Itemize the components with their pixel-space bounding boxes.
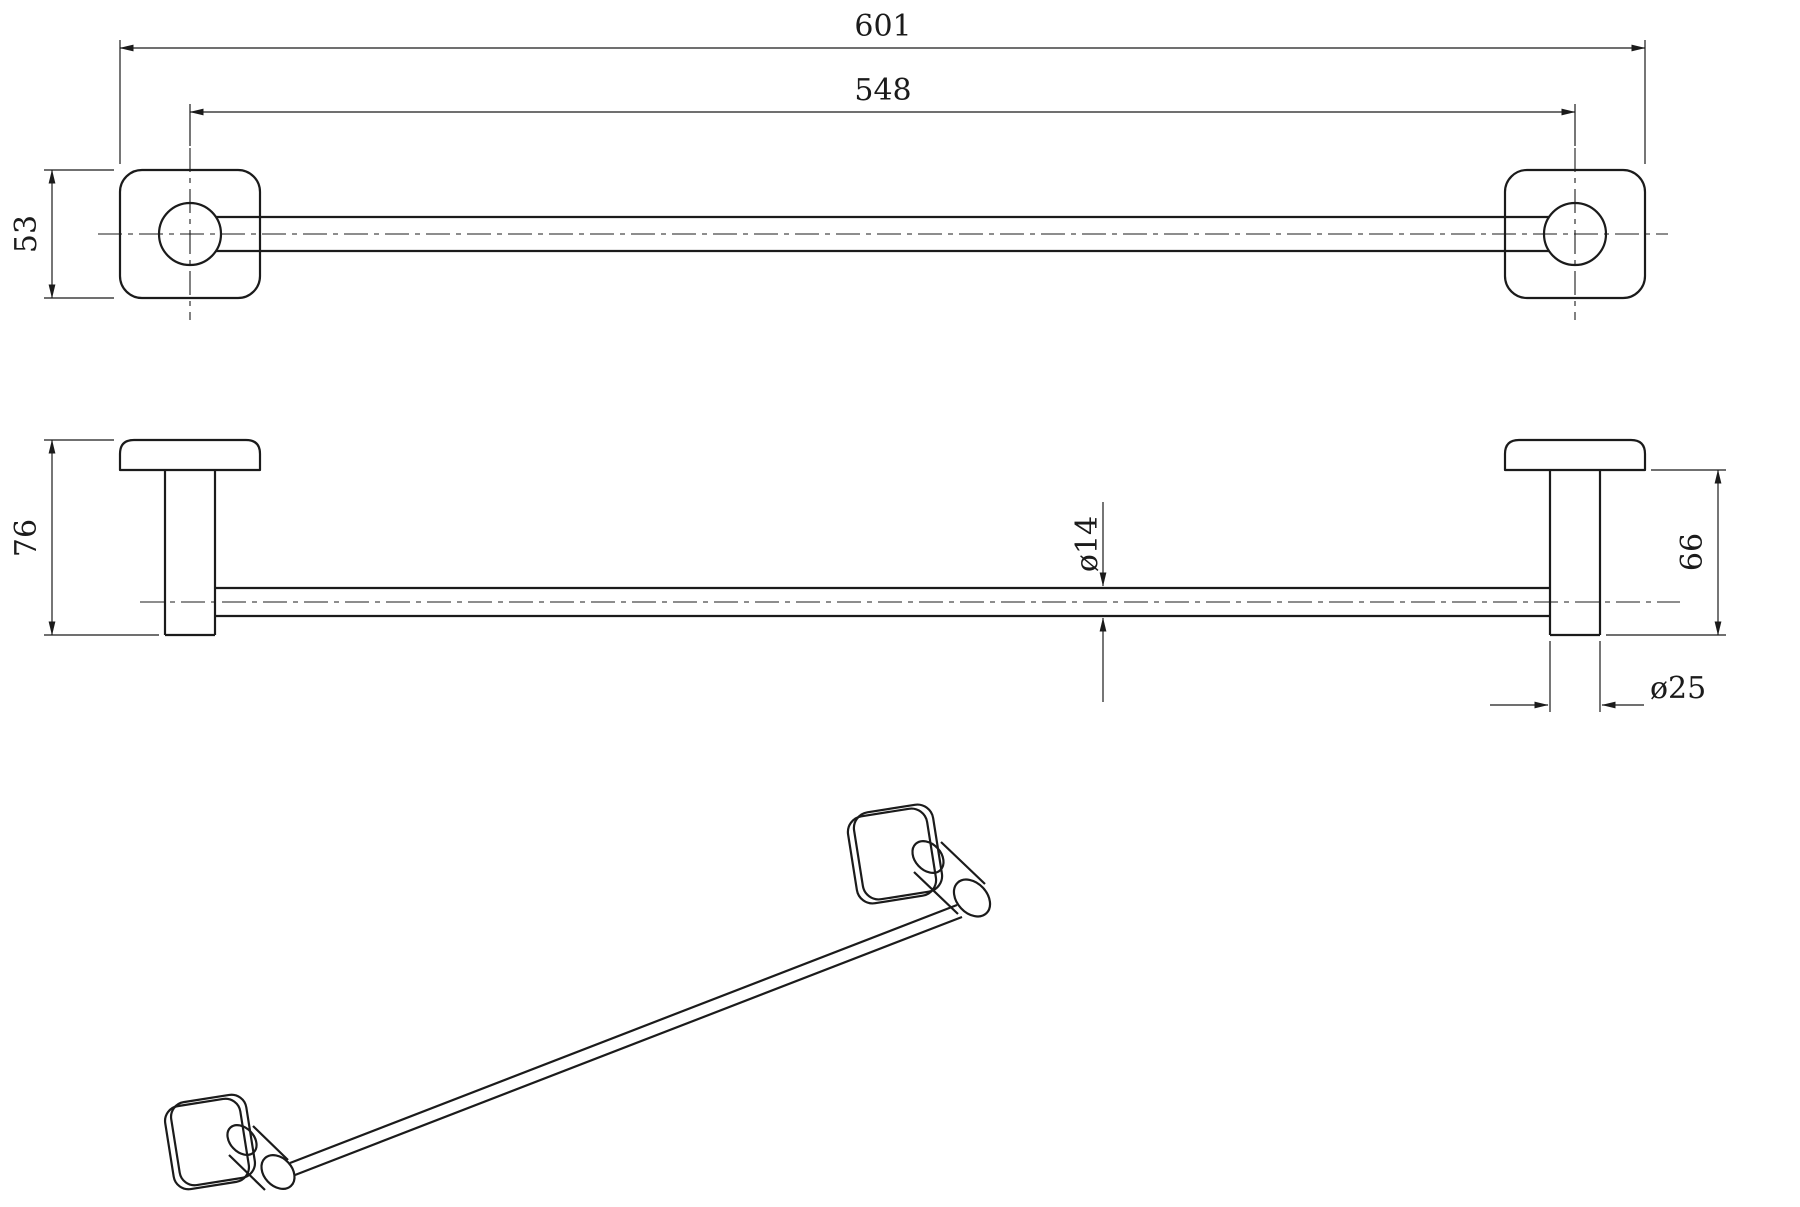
dim-post-diameter-label: ø25 xyxy=(1650,671,1706,706)
dim-total-height: 76 xyxy=(9,439,159,636)
iso-bottom-post-edge xyxy=(228,1154,266,1191)
side-view: 76 66 ø14 ø25 xyxy=(9,438,1726,712)
iso-bottom-plate-face xyxy=(169,1093,257,1187)
front-view: 601 548 53 xyxy=(9,9,1668,320)
left-post-flange xyxy=(118,438,262,472)
dim-mount-centers: 548 xyxy=(189,73,1576,146)
dim-bar-diameter-label: ø14 xyxy=(1070,516,1105,572)
isometric-view xyxy=(163,803,992,1191)
iso-bottom-post-edge xyxy=(252,1125,289,1161)
iso-bottom-plate-back xyxy=(163,1097,251,1191)
dim-post-height-label: 66 xyxy=(1675,533,1710,571)
left-mount-plate xyxy=(118,168,262,300)
dim-post-height: 66 xyxy=(1606,469,1726,636)
iso-top-post-cap xyxy=(952,878,992,918)
dim-post-diameter: ø25 xyxy=(1490,641,1706,712)
right-mount-plate xyxy=(1503,168,1647,300)
right-mount-boss xyxy=(1542,201,1608,267)
iso-top-plate-face xyxy=(852,803,944,901)
iso-top-plate-back xyxy=(846,807,938,905)
dim-bar-diameter: ø14 xyxy=(1070,502,1107,702)
iso-top-post-edge xyxy=(940,841,986,885)
dim-mount-centers-label: 548 xyxy=(854,73,911,108)
iso-bar-bottom-edge xyxy=(294,915,963,1177)
iso-bottom-post-root xyxy=(226,1124,258,1156)
iso-top-post-root xyxy=(911,840,945,874)
right-post-flange xyxy=(1503,438,1647,472)
dim-plate-height: 53 xyxy=(9,169,114,299)
dim-plate-height-label: 53 xyxy=(9,215,44,253)
left-mount-boss xyxy=(157,201,223,267)
dim-overall-width: 601 xyxy=(119,9,1646,164)
iso-bar-top-edge xyxy=(289,903,958,1165)
dim-total-height-label: 76 xyxy=(9,519,44,557)
iso-bottom-post-cap xyxy=(260,1154,296,1190)
dim-overall-width-label: 601 xyxy=(854,9,911,44)
